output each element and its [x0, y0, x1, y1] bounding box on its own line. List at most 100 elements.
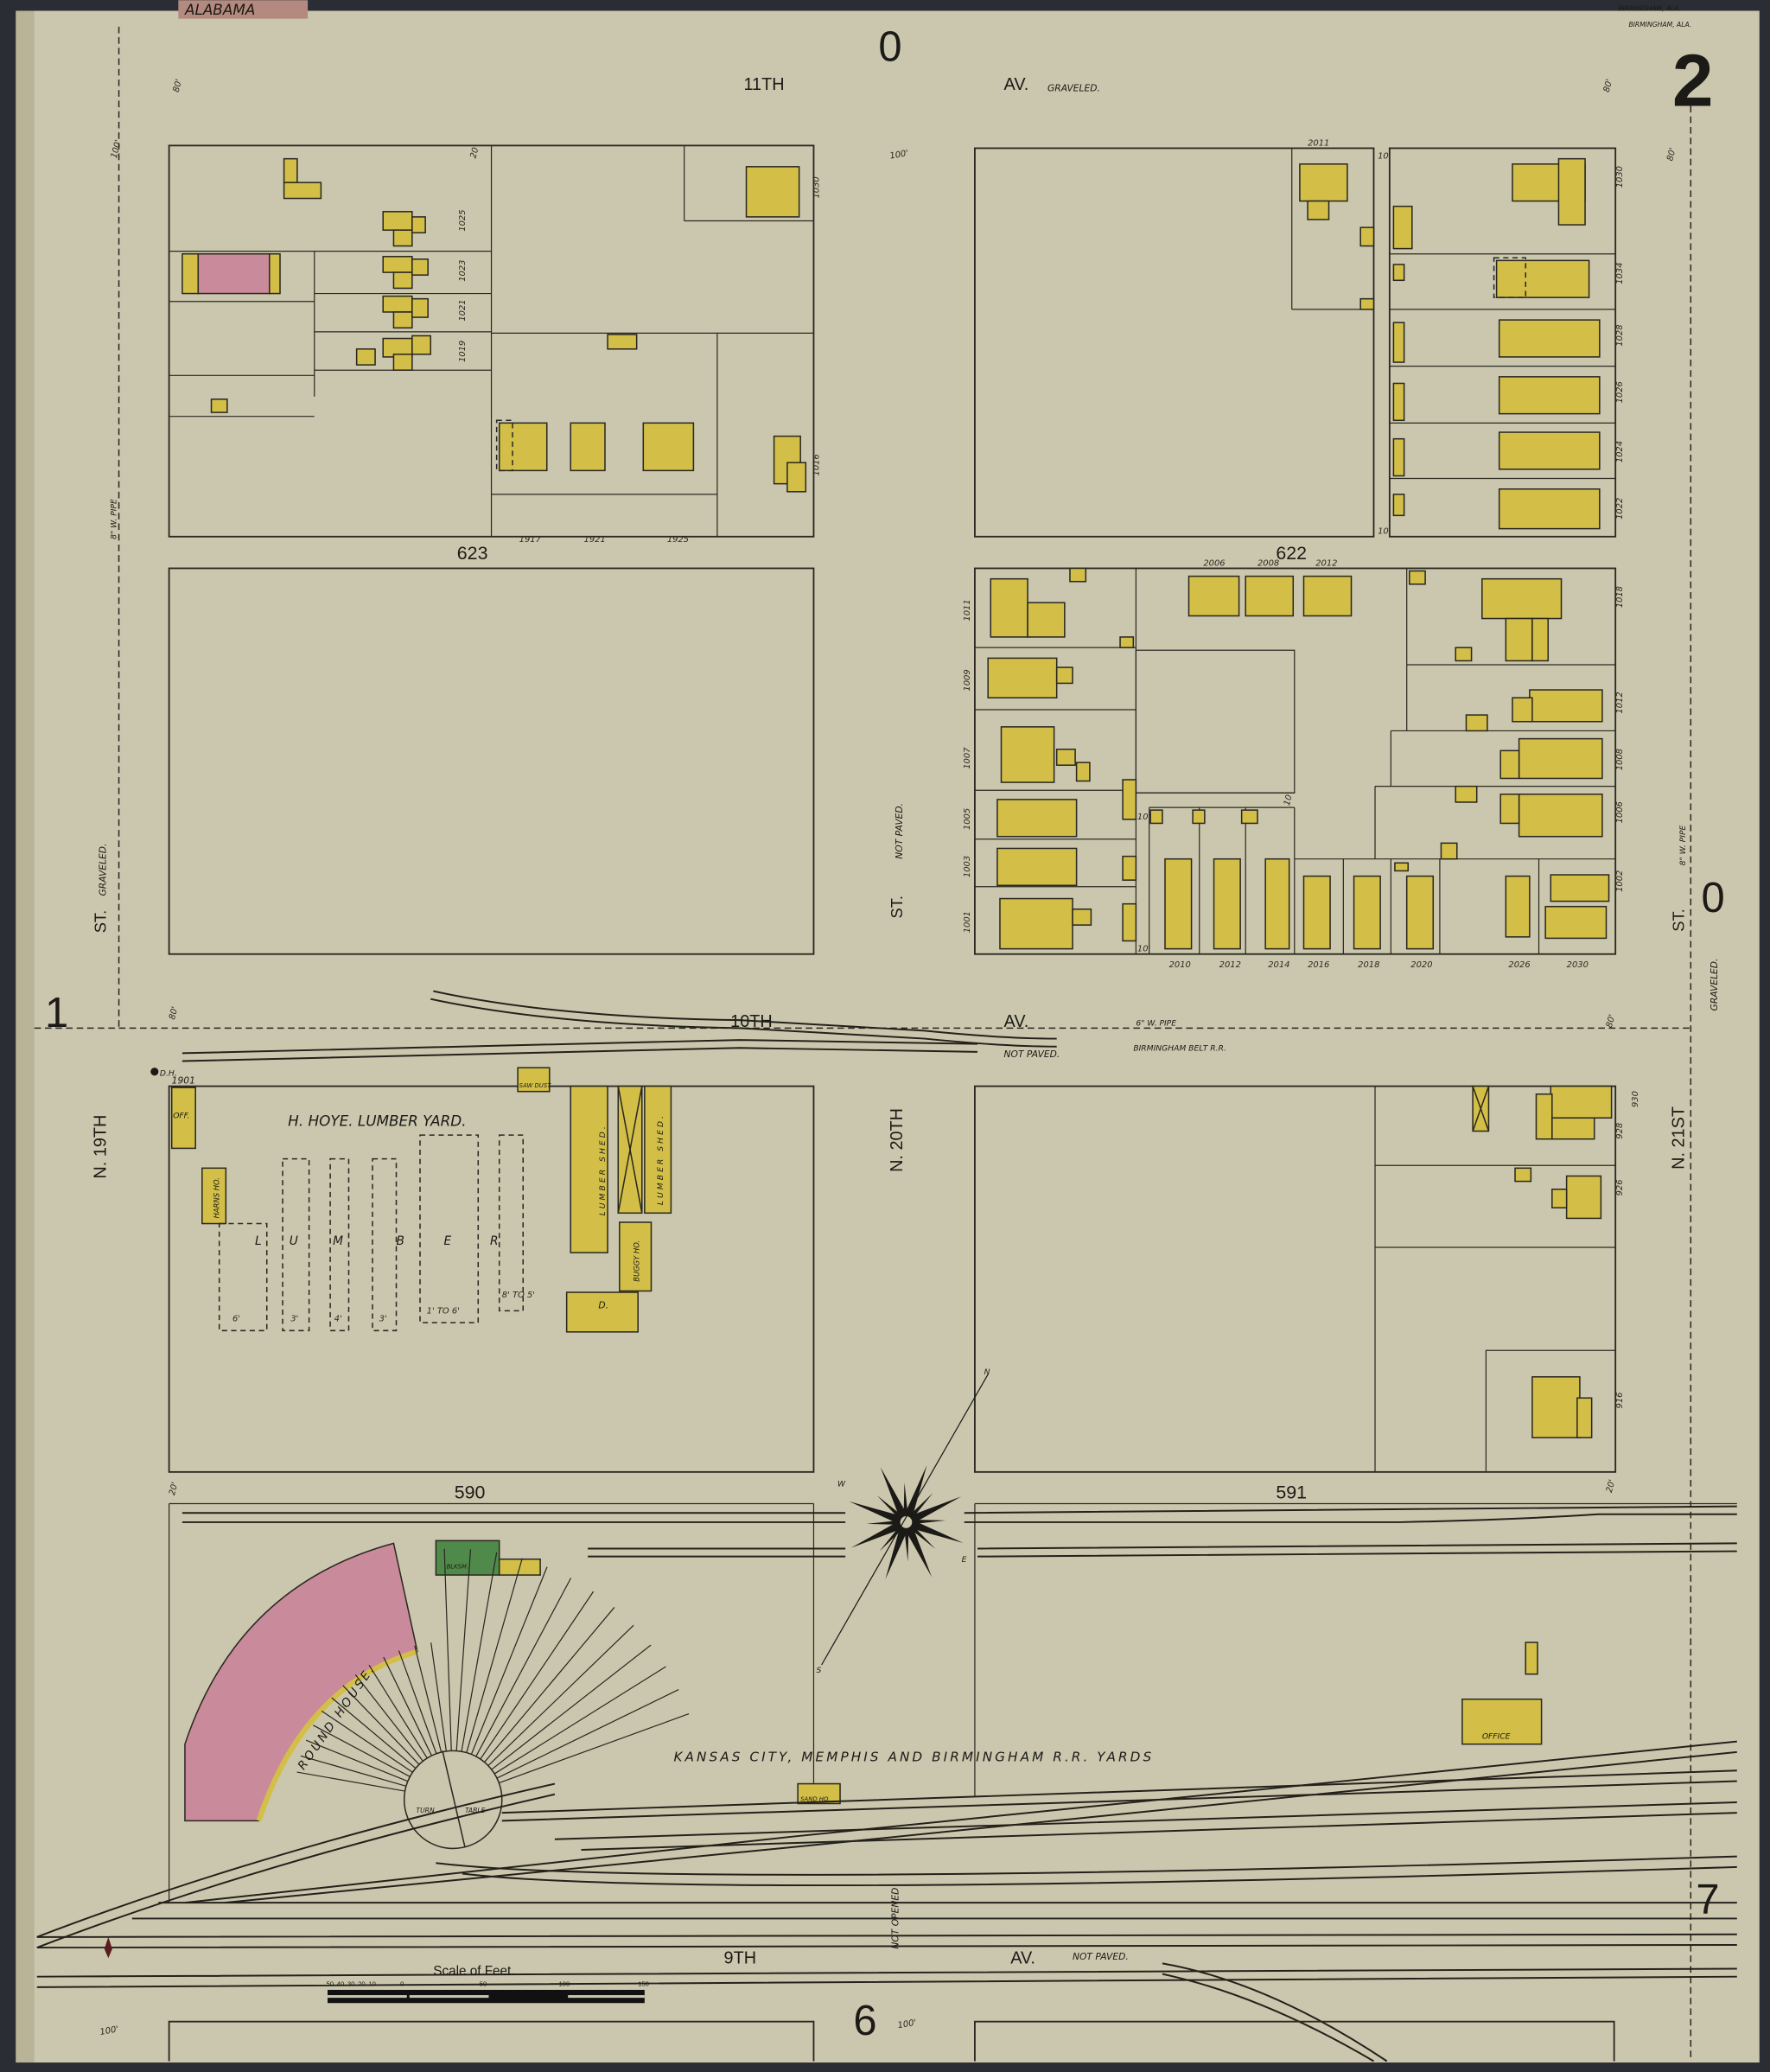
compass-point — [901, 1520, 933, 1578]
house-number: 2012 — [1219, 960, 1241, 970]
harness-house-label: HARNS HO. — [213, 1177, 221, 1218]
house-number: 926 — [1615, 1179, 1625, 1195]
blacksmith-label: BLKSM. — [447, 1563, 468, 1570]
street-width: 80' — [172, 78, 185, 93]
fan-track — [383, 1656, 432, 1756]
water-pipe-10th: 6" W. PIPE — [1136, 1018, 1176, 1028]
lumber-letter: B — [397, 1234, 404, 1248]
blacksmith-shop[interactable] — [435, 1540, 500, 1576]
house-number: 1005 — [963, 808, 972, 830]
house-number: 2012 — [1315, 558, 1337, 568]
house-number: 2008 — [1257, 558, 1279, 568]
alley-width: 10' — [1378, 152, 1391, 162]
fan-track — [342, 1685, 420, 1765]
house-number: 1012 — [1615, 692, 1625, 713]
block-number-590: 590 — [455, 1482, 486, 1502]
scale-tick: 150 — [638, 1980, 649, 1987]
office-label: OFFICE — [1482, 1732, 1511, 1742]
house-number: 1016 — [812, 454, 822, 475]
house-number: 2011 — [1308, 138, 1329, 148]
house-number: 1019 — [458, 341, 468, 362]
block-622[interactable] — [974, 567, 1617, 955]
saw-dust-label: SAW DUST — [519, 1082, 552, 1089]
block-top-right[interactable] — [974, 147, 1617, 538]
adjoining-sheet-right[interactable]: 0 — [1702, 875, 1725, 921]
scale-tick: 20 — [358, 1980, 365, 1987]
fan-track — [300, 1755, 407, 1787]
street-n20th-note: NOT PAVED. — [894, 803, 905, 859]
street-n19th-note: GRAVELED. — [97, 844, 108, 896]
fan-track — [455, 1549, 472, 1751]
street-11th-av: 11TH — [743, 75, 784, 94]
street-9th-av-note: NOT PAVED. — [1073, 1951, 1129, 1962]
lumber-shed-label: LUMBER SHED. — [598, 1124, 608, 1215]
scale-tick: 50 — [327, 1980, 334, 1987]
house-number: 2030 — [1567, 960, 1589, 970]
sand-house-label: SAND HO. — [800, 1795, 830, 1802]
alley-width: 10' — [1283, 792, 1296, 807]
house-number: 1026 — [1615, 381, 1625, 403]
vacant-block[interactable] — [168, 567, 815, 955]
turn-table-label: TABLE — [465, 1807, 486, 1814]
house-number: 1021 — [458, 299, 468, 321]
house-number: 1008 — [1615, 749, 1625, 770]
block-number-591: 591 — [1276, 1482, 1307, 1502]
street-10th-av-note: NOT PAVED. — [1004, 1049, 1060, 1060]
scale-bar — [328, 1989, 645, 2004]
alley-width: 10' — [1378, 527, 1391, 537]
fan-track — [430, 1642, 447, 1751]
block-number-622: 622 — [1276, 543, 1307, 564]
house-number: 1009 — [963, 669, 972, 691]
adjoining-sheet-left[interactable]: 1 — [45, 990, 68, 1036]
house-number: 1030 — [1615, 166, 1625, 188]
house-number: 916 — [1615, 1393, 1625, 1409]
fan-track — [321, 1710, 413, 1773]
street-width: 80' — [168, 1005, 181, 1021]
scale-tick: 40 — [337, 1980, 344, 1987]
stone-building[interactable] — [197, 252, 271, 295]
block-623[interactable] — [168, 144, 815, 538]
house-number: 2006 — [1203, 558, 1225, 568]
pile-height: 6' — [232, 1315, 240, 1324]
street-width: 80' — [1665, 147, 1678, 163]
sheet-number: 2 — [1672, 41, 1714, 123]
alley-width: 20' — [168, 1481, 181, 1496]
house-number: 1006 — [1615, 801, 1625, 823]
adjoining-sheet-bottom[interactable]: 6 — [853, 1998, 876, 2044]
turn-table-label: TURN — [416, 1807, 435, 1814]
pile-height: 1' TO 6' — [427, 1306, 460, 1316]
state-tab-label: ALABAMA — [184, 1, 255, 18]
adjoining-sheet-top[interactable]: 0 — [878, 24, 901, 71]
street-width: 100' — [897, 2018, 917, 2031]
house-number: 1022 — [1615, 498, 1625, 520]
street-width: 100' — [99, 2024, 119, 2037]
scale-tick: 100 — [558, 1980, 570, 1987]
lumber-yard-block[interactable] — [150, 1067, 815, 1473]
house-number: 1007 — [963, 747, 972, 769]
house-number: 1011 — [963, 599, 972, 621]
compass-point — [904, 1517, 964, 1543]
fan-track — [331, 1697, 417, 1769]
house-number: 1921 — [584, 535, 606, 545]
block-591[interactable] — [974, 1085, 1617, 1473]
pile-height: 3' — [379, 1315, 387, 1324]
rr-yards[interactable] — [36, 1502, 1737, 2062]
street-n21st: N. 21ST — [1670, 1106, 1689, 1170]
street-width: 100' — [889, 149, 909, 162]
house-number: 1030 — [812, 176, 822, 198]
block-number-623: 623 — [457, 543, 488, 564]
adjoining-sheet-right-bottom[interactable]: 7 — [1696, 1876, 1719, 1922]
lumber-letter: E — [444, 1234, 452, 1248]
fan-track — [499, 1712, 690, 1784]
house-number: 928 — [1615, 1123, 1625, 1139]
lumber-shed-label: LUMBER SHED. — [656, 1113, 665, 1205]
house-number: 1925 — [667, 535, 689, 545]
hydrant-label: D.H. — [160, 1068, 177, 1078]
street-width: 80' — [1602, 78, 1615, 93]
house-number: 1024 — [1615, 441, 1625, 462]
house-number: 1023 — [458, 260, 468, 282]
street-n21st-suffix: ST. — [1670, 908, 1688, 931]
house-number: 1025 — [458, 209, 468, 231]
compass-point — [885, 1521, 911, 1580]
fan-track — [368, 1665, 428, 1759]
